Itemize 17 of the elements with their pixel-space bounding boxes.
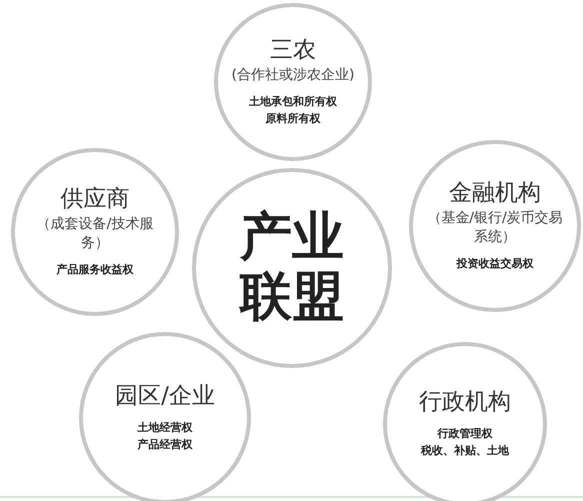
rights-text: 投资收益交易权 [456, 256, 534, 272]
center-title: 产业联盟 [238, 208, 345, 328]
rights-text: 土地经营权 [138, 420, 192, 436]
rights-text: 土地承包和所有权 [249, 94, 337, 110]
node-subtitle: (合作社或涉农企业) [232, 66, 354, 84]
node-title: 供应商 [60, 186, 130, 214]
rights-text: 行政管理权 [438, 426, 492, 442]
node-title: 三农 [270, 36, 316, 64]
rights-text: 产品服务收益权 [56, 262, 134, 278]
node-title: 园区/企业 [115, 382, 215, 410]
node-subtitle: （成套设备/技术服务） [36, 215, 154, 252]
rights-text: 税收、补贴、土地 [421, 442, 509, 459]
node-subtitle: （基金/银行/炭币交易系统） [426, 209, 564, 246]
node-title: 金融机构 [449, 180, 541, 208]
node-title: 行政机构 [419, 388, 511, 416]
rights-text: 产品经营权 [138, 436, 192, 453]
rights-text: 原料所有权 [266, 110, 320, 127]
